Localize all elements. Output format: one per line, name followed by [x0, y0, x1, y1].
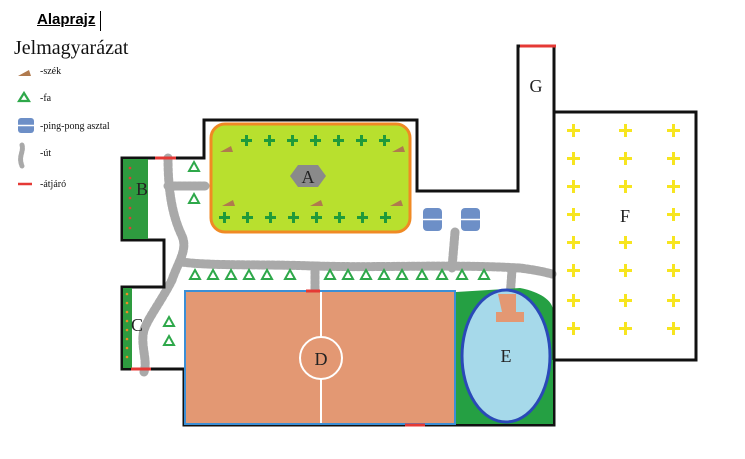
page-title: Alaprajz [37, 11, 96, 28]
park-crosses [219, 135, 391, 223]
legend-label-tree: -fa [40, 93, 52, 104]
pingpong-tables [423, 208, 480, 231]
trees-row [188, 267, 491, 280]
legend-icons [17, 70, 34, 186]
tree-icon [17, 90, 31, 103]
legend-label-bench: -szék [40, 66, 62, 77]
trees-zone-c [162, 314, 176, 346]
trees-upper-left [187, 159, 201, 204]
zone-d-court: D [184, 290, 456, 425]
legend-label-path: -út [40, 148, 52, 159]
zone-label-c: C [131, 315, 143, 335]
zone-f-crosses [567, 124, 680, 335]
path-icon [18, 142, 25, 169]
zone-c-strip [123, 288, 132, 368]
pingpong-table-icon [18, 118, 34, 133]
zone-label-a: A [302, 167, 315, 187]
outer-walls [120, 44, 698, 427]
zone-label-g: G [530, 76, 543, 96]
legend-title: Jelmagyarázat [14, 37, 129, 59]
zone-a-park: A [209, 122, 412, 234]
gates [131, 44, 556, 427]
zone-label-b: B [136, 179, 148, 199]
zone-a-plaza [290, 165, 326, 187]
zone-label-d: D [315, 349, 328, 369]
zone-b-strip [123, 159, 148, 239]
zone-e-pool: E [456, 288, 553, 424]
zone-label-e: E [501, 346, 512, 366]
zone-label-f: F [620, 206, 630, 226]
bench-icon [18, 70, 31, 76]
text-cursor [100, 11, 101, 31]
legend-label-pingpong: -ping-pong asztal [40, 121, 110, 132]
park-benches [220, 146, 405, 206]
legend-label-gate: -átjáró [40, 179, 67, 190]
pathways [138, 153, 557, 377]
